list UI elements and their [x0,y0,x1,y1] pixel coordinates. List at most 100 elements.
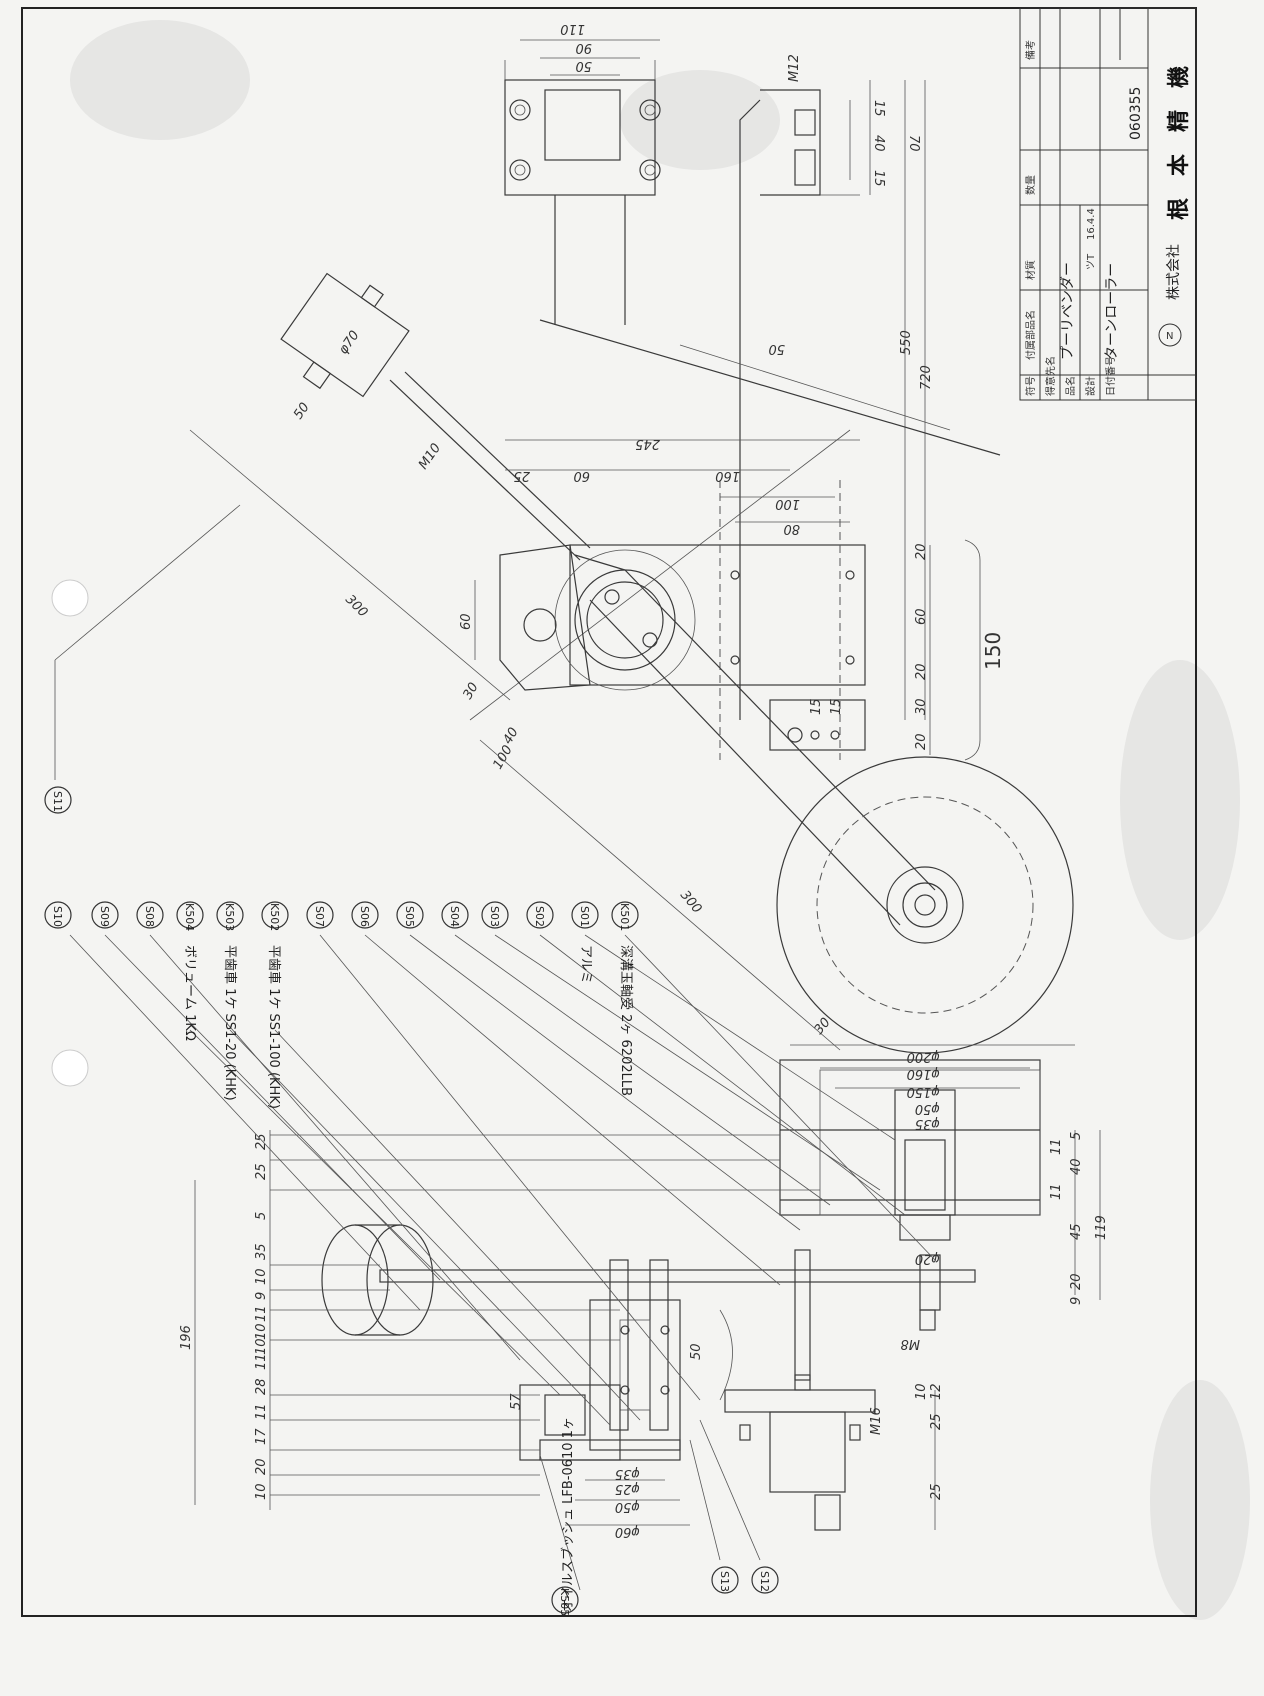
dim-35: 35 [254,1243,269,1260]
dim-25-bottom-b: 25 [929,1483,944,1500]
balloon-label: K503 [223,903,236,931]
dim-45-right: 45 [1069,1223,1084,1240]
dim-160: 160 [715,468,740,483]
label-number: 符号 [1024,376,1037,396]
dim-17: 17 [254,1428,269,1445]
dim-10-a: 10 [254,1268,269,1285]
dim-11-right-b: 11 [1049,1183,1064,1200]
company-logo-icon [1158,323,1182,347]
balloon-label: S05 [403,906,416,927]
dim-25-a: 25 [254,1133,269,1150]
dim-245: 245 [635,436,660,451]
company-logo-letter: N [1166,331,1173,342]
note-bushing: オイルスブッシュ LFB-0610 1ヶ [560,1417,576,1612]
balloon: K505 [551,1586,579,1616]
designer-initials: ツT [1086,253,1097,270]
paper-smudge [70,20,250,140]
balloon: S09 [91,901,119,929]
label-revision: 備考 [1024,40,1037,60]
dim-5-a: 5 [254,1212,269,1220]
dim-30-block: 30 [460,680,481,702]
dim-40-right: 40 [1069,1158,1084,1175]
dim-20-right: 20 [1069,1273,1084,1290]
dim-30-side: 30 [914,698,929,715]
balloon: S13 [711,1566,739,1594]
label-part-name: 付属部品名 [1024,310,1037,360]
dim-phi200: φ200 [907,1049,940,1064]
dim-196: 196 [179,1325,194,1350]
dim-11-b: 11 [254,1353,269,1370]
dim-50-mid: 50 [768,341,785,356]
drawing-number: 060355 [1128,87,1144,140]
paper-smudge [1150,1380,1250,1620]
balloon: S10 [44,901,72,929]
dim-110: 110 [560,21,585,36]
label-customer: 得意先名 [1044,356,1057,396]
balloon-label: S09 [98,906,111,927]
dim-11-a: 11 [254,1305,269,1322]
dim-m16: M8 [901,1336,921,1351]
dim-60-arm: 60 [573,468,590,483]
part-notes: ボリュー厶 1KΩ 平歯車 1ケ SS1-20 (KHK) 平歯車 1ケ SS1… [182,945,633,1612]
label-date: 日付番号 [1104,356,1117,396]
balloon: S01 [571,901,599,929]
note-volume: ボリュー厶 1KΩ [182,945,197,1041]
dim-40-block: 40 [500,725,521,747]
dim-70: 70 [906,135,921,152]
balloon-label: S03 [488,906,501,927]
label-item-name: 品名 [1064,376,1077,396]
dim-720: 720 [919,365,934,390]
dim-50-weight: 50 [291,400,313,422]
dim-11-right-a: 11 [1049,1138,1064,1155]
dim-25-arm: 25 [513,468,530,483]
balloon-label: S01 [578,906,591,927]
dim-550: 550 [899,330,914,355]
balloon-label: K501 [618,903,631,931]
title-block: 符号 付属部品名 材質 数量 備考 得意先名 品名 設計 日付番号 プーリベンダ… [1019,7,1197,401]
punch-hole [51,1049,89,1087]
dim-10-bottom: 10 [914,1383,929,1400]
sheet-border [21,7,1197,1617]
balloon: S05 [396,901,424,929]
balloon-label: S06 [358,906,371,927]
paper-smudge [620,70,780,170]
dim-50-side: 50 [689,1343,704,1360]
balloon: S02 [526,901,554,929]
dim-phi35-pulley: φ35 [915,1116,940,1131]
dim-25-b: 25 [254,1163,269,1180]
balloon-label: K504 [183,903,196,931]
dim-10-c: 10 [254,1338,269,1355]
dim-m10: M10 [416,441,444,472]
designer-date: 16.4.4 [1086,208,1097,240]
note-gear-ss1-20: 平歯車 1ケ SS1-20 (KHK) [222,945,237,1101]
dim-10-b: 10 [254,1323,269,1340]
dim-15-hole-a: 15 [809,698,824,715]
dim-9-a: 9 [254,1292,269,1300]
sub-product-name: ターンローラー [1104,263,1120,360]
dim-20-a: 20 [254,1458,269,1475]
company-name: 根本精機 [1166,44,1192,220]
dim-80: 80 [783,521,800,536]
balloon-label: S11 [51,791,64,812]
balloon: S08 [136,901,164,929]
dim-100-arm: 100 [775,496,800,511]
balloon: S06 [351,901,379,929]
dim-57: 57 [509,1393,524,1410]
dim-11-c: 11 [254,1403,269,1420]
leader-lines [54,660,936,1591]
balloon-label: S12 [758,1571,771,1592]
label-drawn: 設計 [1084,376,1097,396]
dim-15a: 15 [871,100,886,117]
balloon: K503 [216,901,244,931]
dim-20c: 20 [914,733,929,750]
balloon: S04 [441,901,469,929]
dim-25-bottom-a: 25 [929,1413,944,1430]
dim-12: 12 [929,1383,944,1400]
company-prefix: 株式会社 [1166,244,1182,300]
balloon-label: S08 [143,906,156,927]
dim-phi20: φ20 [915,1251,940,1266]
dim-60-block: 60 [459,613,474,630]
dim-150: 150 [981,632,1005,670]
balloon: S11 [44,786,72,814]
